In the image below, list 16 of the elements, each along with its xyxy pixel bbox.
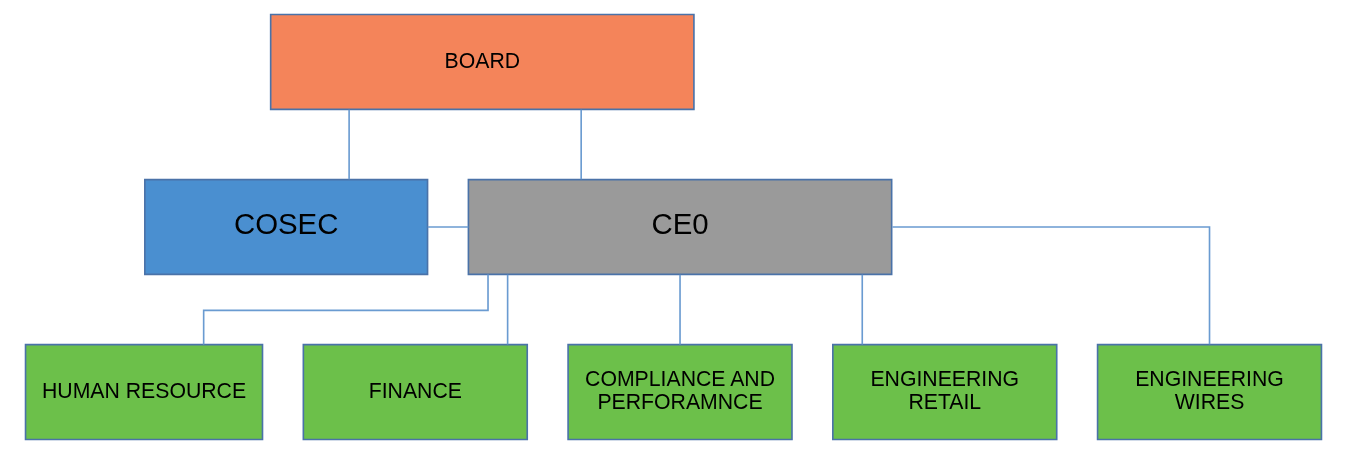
node-box: HUMAN RESOURCE bbox=[24, 343, 263, 441]
connector bbox=[678, 273, 681, 346]
node-box: ENGINEERING RETAIL bbox=[831, 343, 1058, 441]
connector bbox=[506, 273, 508, 346]
node-box: COSEC bbox=[143, 178, 428, 276]
node-box: ENGINEERING WIRES bbox=[1096, 343, 1322, 441]
node-box: BOARD bbox=[269, 13, 695, 111]
connector bbox=[202, 273, 489, 346]
node-box: CE0 bbox=[467, 178, 892, 276]
connector bbox=[426, 226, 469, 228]
node-box: COMPLIANCE AND PERFORAMNCE bbox=[566, 343, 793, 441]
connector bbox=[347, 108, 350, 181]
connector bbox=[579, 108, 582, 181]
connector bbox=[860, 273, 863, 346]
connector bbox=[891, 226, 1210, 346]
node-box: FINANCE bbox=[302, 343, 528, 441]
